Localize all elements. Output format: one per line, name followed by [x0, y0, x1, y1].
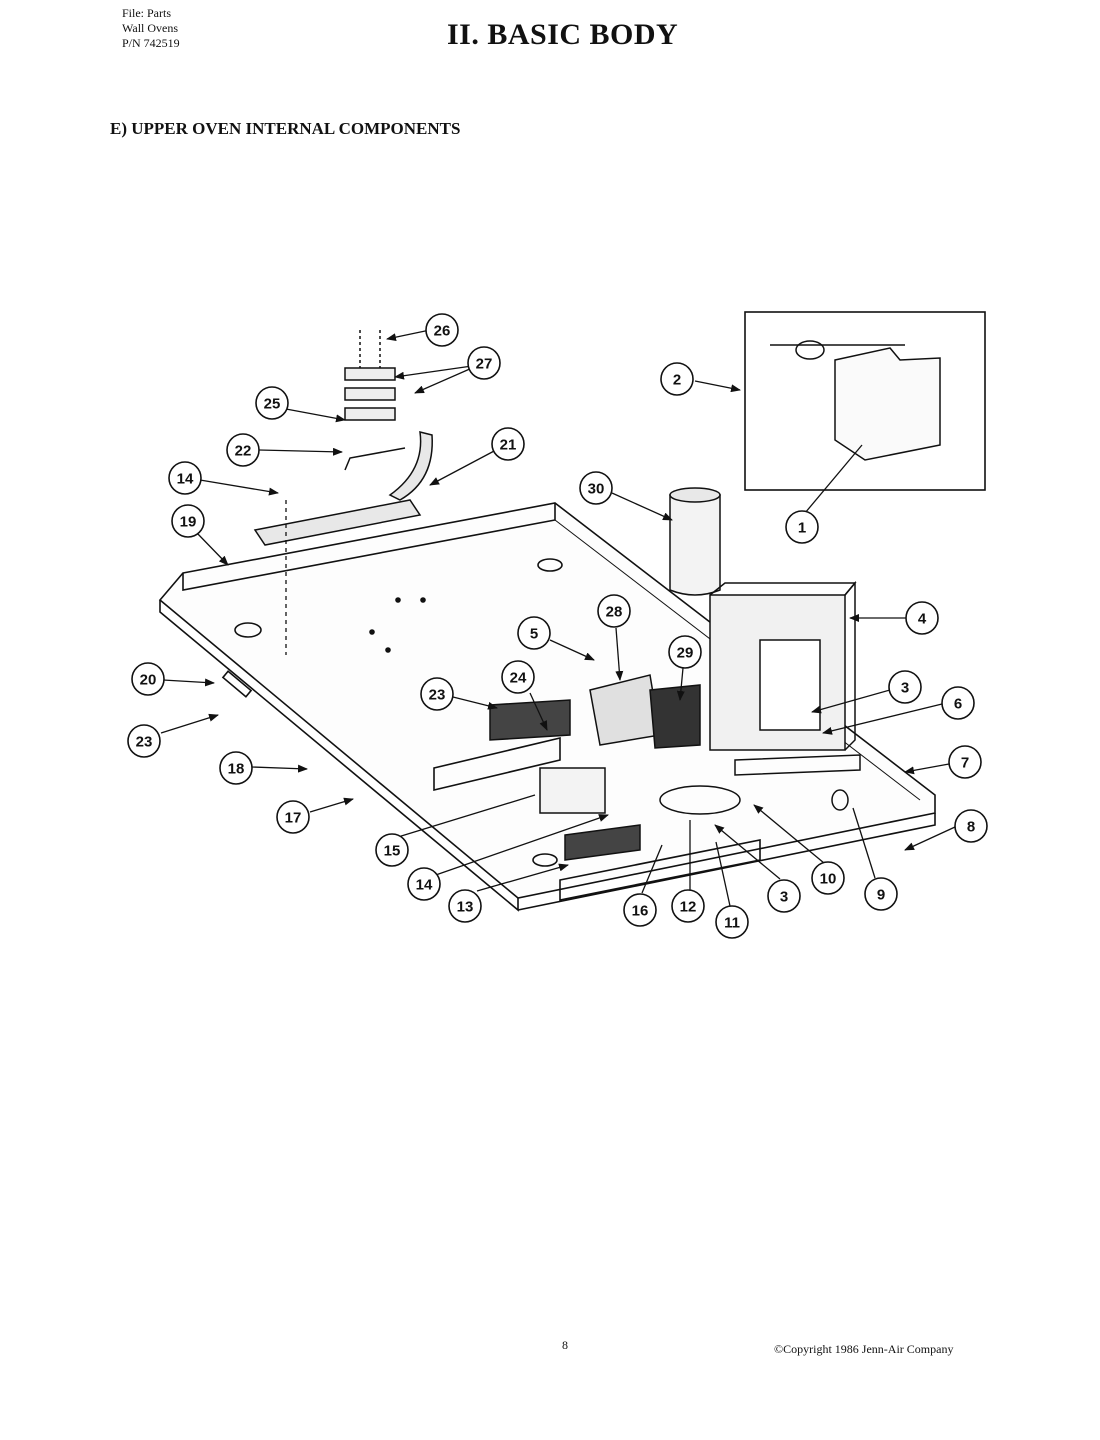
callout-24-label: 24 [510, 670, 527, 687]
callout-3a-label: 3 [901, 680, 909, 697]
callout-7-label: 7 [961, 755, 969, 772]
callout-6-label: 6 [954, 696, 962, 713]
copyright-notice: ©Copyright 1986 Jenn-Air Company [774, 1342, 954, 1356]
callout-6: 6 [941, 686, 975, 720]
callout-8-label: 8 [967, 819, 975, 836]
callout-4-label: 4 [918, 611, 927, 628]
callout-2-label: 2 [673, 372, 681, 389]
callout-20: 20 [131, 662, 165, 696]
callout-18-label: 18 [228, 761, 245, 778]
callout-13: 13 [448, 889, 482, 923]
callout-21: 21 [491, 427, 525, 461]
callout-4: 4 [905, 601, 939, 635]
callout-3b-label: 3 [780, 889, 788, 906]
callout-16: 16 [623, 893, 657, 927]
callout-9: 9 [864, 877, 898, 911]
callout-3a: 3 [888, 670, 922, 704]
callout-23a: 23 [127, 724, 161, 758]
callout-19-label: 19 [180, 514, 197, 531]
callout-23b-label: 23 [429, 687, 446, 704]
callout-22-label: 22 [235, 443, 252, 460]
callout-28-label: 28 [606, 604, 623, 621]
callout-24: 24 [501, 660, 535, 694]
leader-lines [160, 329, 956, 907]
callout-26-label: 26 [434, 323, 451, 340]
callout-19: 19 [171, 504, 205, 538]
callout-25-label: 25 [264, 396, 281, 413]
callout-21-label: 21 [500, 437, 517, 454]
page-title: II. BASIC BODY [447, 18, 679, 51]
callout-22: 22 [226, 433, 260, 467]
callout-23b: 23 [420, 677, 454, 711]
callout-25: 25 [255, 386, 289, 420]
callout-15-label: 15 [384, 843, 401, 860]
callout-1-label: 1 [798, 520, 806, 537]
callout-10-label: 10 [820, 871, 837, 888]
callout-14a-label: 14 [177, 471, 194, 488]
callout-13-label: 13 [457, 899, 474, 916]
file-info: File: Parts Wall Ovens P/N 742519 [122, 6, 180, 51]
callout-5-label: 5 [530, 626, 538, 643]
callout-markers: 26 27 25 22 21 14 19 30 2 1 4 3 6 7 8 9 … [127, 313, 988, 939]
page-number: 8 [562, 1338, 568, 1352]
callout-18: 18 [219, 751, 253, 785]
callout-15: 15 [375, 833, 409, 867]
callout-20-label: 20 [140, 672, 157, 689]
callout-28: 28 [597, 594, 631, 628]
product-line: Wall Ovens [122, 21, 179, 35]
callout-30: 30 [579, 471, 613, 505]
part-number-line: P/N 742519 [122, 36, 180, 50]
oven-base-tray [158, 502, 936, 912]
callout-26: 26 [425, 313, 459, 347]
callout-14a: 14 [168, 461, 202, 495]
callout-27-label: 27 [476, 356, 493, 373]
file-line: File: Parts [122, 6, 172, 20]
section-title: E) UPPER OVEN INTERNAL COMPONENTS [110, 119, 461, 138]
callout-27: 27 [467, 346, 501, 380]
inset-detail-box [744, 311, 986, 491]
callout-29: 29 [668, 635, 702, 669]
callout-29-label: 29 [677, 645, 694, 662]
callout-11: 11 [715, 905, 749, 939]
callout-11-label: 11 [724, 915, 740, 932]
callout-10: 10 [811, 861, 845, 895]
callout-23a-label: 23 [136, 734, 153, 751]
callout-1: 1 [785, 510, 819, 544]
callout-8: 8 [954, 809, 988, 843]
callout-12: 12 [671, 889, 705, 923]
callout-14b: 14 [407, 867, 441, 901]
callout-5: 5 [517, 616, 551, 650]
callout-14b-label: 14 [416, 877, 433, 894]
callout-2: 2 [660, 362, 694, 396]
callout-17-label: 17 [285, 810, 302, 827]
callout-9-label: 9 [877, 887, 885, 904]
callout-7: 7 [948, 745, 982, 779]
callout-3b: 3 [767, 879, 801, 913]
callout-30-label: 30 [588, 481, 605, 498]
callout-12-label: 12 [680, 899, 697, 916]
component-cluster [253, 330, 941, 861]
callout-16-label: 16 [632, 903, 649, 920]
callout-17: 17 [276, 800, 310, 834]
